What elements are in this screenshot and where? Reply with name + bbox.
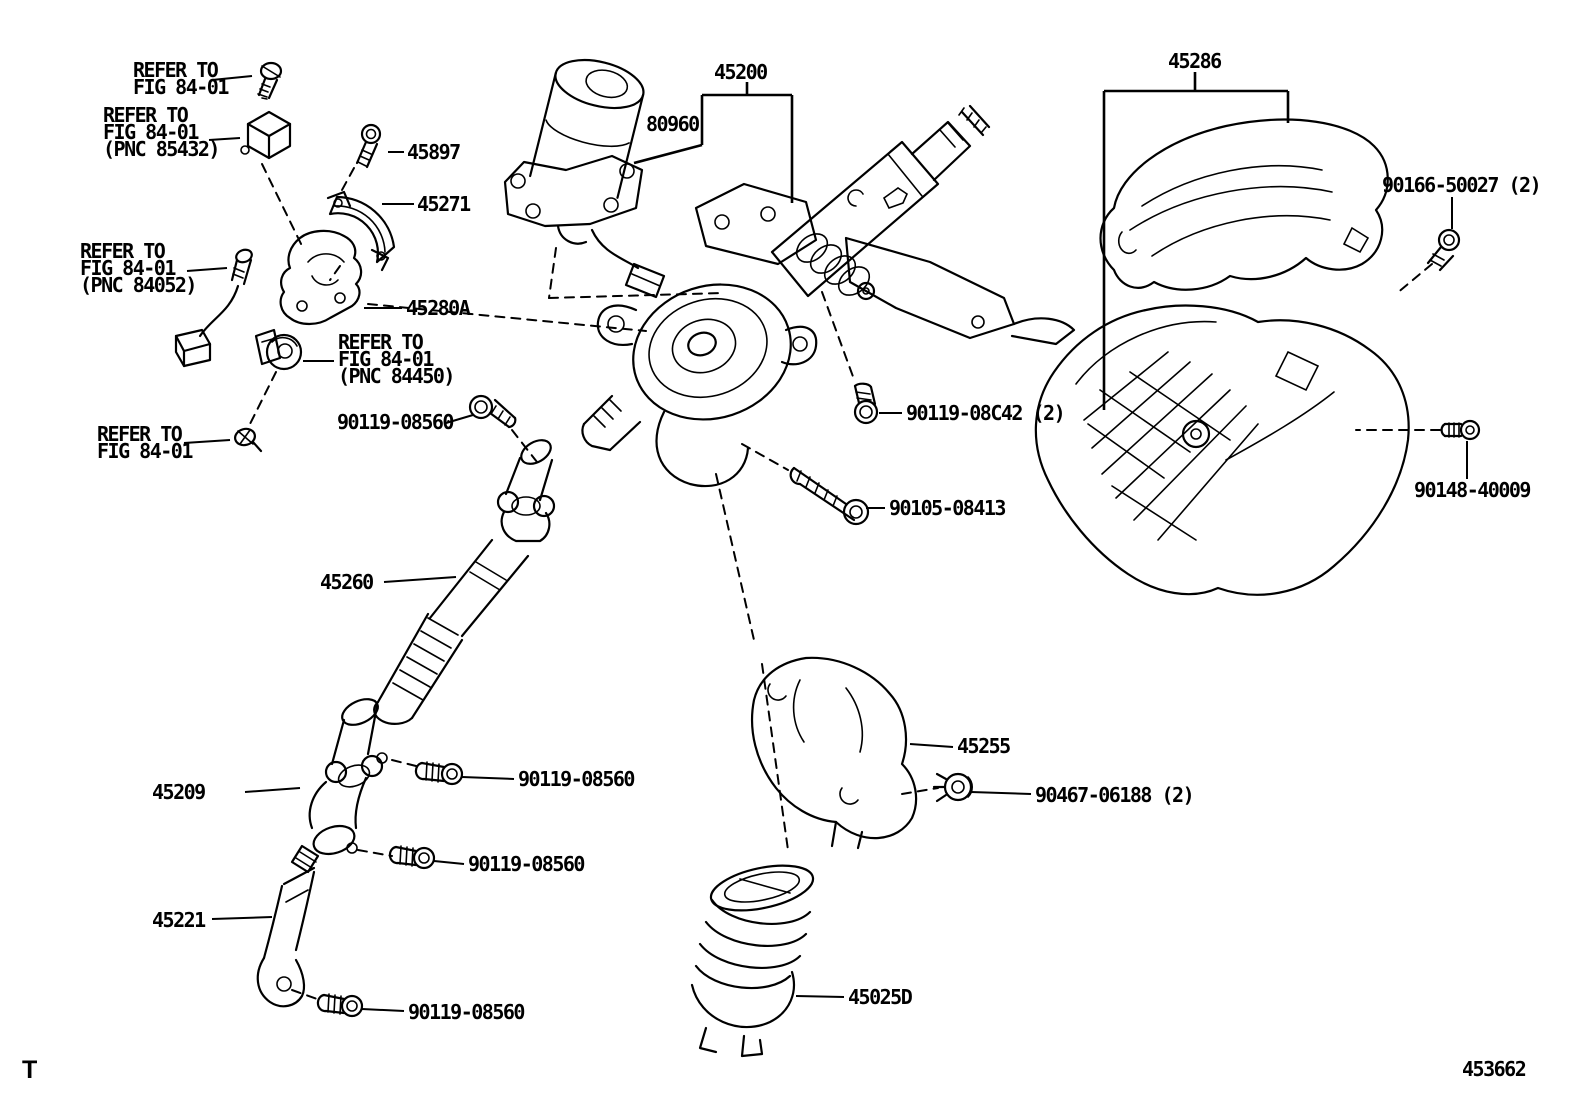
label-45209: 45209 bbox=[152, 780, 205, 804]
assembly-dash-motor-1 bbox=[548, 247, 557, 299]
assembly-dash-bolt1 bbox=[511, 429, 538, 463]
assembly-dash-bolt2 bbox=[391, 759, 417, 767]
nut-90467-drawing bbox=[932, 772, 973, 803]
label-refer-84052-2: FIG 84-01 bbox=[80, 256, 176, 280]
u-joint-45209-drawing bbox=[308, 698, 388, 856]
label-refer-bottom-1: REFER TO bbox=[97, 422, 183, 446]
wire-connector-84052-drawing bbox=[174, 248, 253, 368]
assembly-dash-45897 bbox=[341, 167, 355, 191]
bolt-90119-08c42-drawing bbox=[853, 382, 879, 425]
assembly-dash-bolt3 bbox=[357, 849, 393, 857]
steering-column-assembly-drawing bbox=[581, 104, 1076, 488]
bracket-45280a-drawing bbox=[279, 229, 363, 326]
assembly-dash-bracket-column bbox=[367, 303, 647, 332]
column-hole-boot-45025d-drawing bbox=[690, 864, 815, 1058]
label-refer-84052-3: (PNC 84052) bbox=[80, 273, 196, 297]
label-refer-top-1: REFER TO bbox=[133, 58, 219, 82]
relay-box-drawing bbox=[240, 110, 292, 160]
assembly-dash-08413 bbox=[741, 443, 789, 471]
label-45260: 45260 bbox=[320, 570, 373, 594]
assembly-dash-motor-2 bbox=[548, 292, 724, 299]
intermediate-shaft-45260-drawing bbox=[373, 439, 556, 725]
label-90119-08560-2: 90119-08560 bbox=[518, 767, 634, 791]
figure-number: 453662 bbox=[1462, 1057, 1526, 1081]
assembly-dash-bolt4 bbox=[291, 989, 321, 1001]
label-90119-08560-3: 90119-08560 bbox=[468, 852, 584, 876]
bolt-45897-drawing bbox=[355, 123, 382, 169]
tapping-screw-bottom-drawing bbox=[234, 427, 263, 453]
tapping-screw-top-drawing bbox=[257, 61, 283, 100]
bolt-90119-08560-2-drawing bbox=[414, 761, 464, 786]
leader-lines bbox=[183, 75, 1468, 1012]
label-80960: 80960 bbox=[646, 112, 699, 136]
label-refer-85432-2: FIG 84-01 bbox=[103, 120, 199, 144]
label-refer-84450-1: REFER TO bbox=[338, 330, 424, 354]
callout-bracket-45200 bbox=[633, 82, 794, 203]
label-refer-84450-2: FIG 84-01 bbox=[338, 347, 434, 371]
assembly-dash-relay bbox=[261, 163, 305, 251]
assembly-dash-boot bbox=[761, 663, 789, 851]
column-upper-cover-drawing bbox=[1099, 118, 1389, 291]
clamp-45271-drawing bbox=[326, 190, 396, 272]
label-refer-85432-1: REFER TO bbox=[103, 103, 189, 127]
label-refer-84450-3: (PNC 84450) bbox=[338, 364, 454, 388]
label-45286: 45286 bbox=[1168, 49, 1221, 73]
screw-90148-drawing bbox=[1440, 419, 1481, 441]
corner-mark: T bbox=[22, 1056, 37, 1084]
assembly-dash-90166 bbox=[1395, 263, 1433, 295]
labels: REFER TO FIG 84-01 REFER TO FIG 84-01 (P… bbox=[22, 49, 1542, 1084]
assembly-dash-45255 bbox=[715, 473, 755, 641]
bolt-90119-08560-1-drawing bbox=[468, 394, 517, 429]
label-90119-08c42: 90119-08C42 (2) bbox=[906, 401, 1064, 425]
bolt-90119-08560-3-drawing bbox=[388, 845, 436, 870]
bolt-90105-08413-drawing bbox=[789, 466, 870, 526]
label-refer-bottom-2: FIG 84-01 bbox=[97, 439, 193, 463]
bolt-90119-08560-4-drawing bbox=[316, 993, 364, 1018]
label-45200: 45200 bbox=[714, 60, 767, 84]
label-90148-40009: 90148-40009 bbox=[1414, 478, 1530, 502]
label-90467-06188: 90467-06188 (2) bbox=[1035, 783, 1193, 807]
assembly-dash-clamp bbox=[329, 265, 341, 281]
screw-90166-drawing bbox=[1426, 228, 1461, 272]
label-90119-08560-4: 90119-08560 bbox=[408, 1000, 524, 1024]
label-90105-08413: 90105-08413 bbox=[889, 496, 1005, 520]
callout-bracket-45286 bbox=[1102, 72, 1290, 410]
power-steering-motor-drawing bbox=[503, 58, 666, 299]
label-45255: 45255 bbox=[957, 734, 1010, 758]
label-45271: 45271 bbox=[417, 192, 471, 216]
lower-shaft-45221-drawing bbox=[256, 844, 320, 1008]
label-refer-84052-1: REFER TO bbox=[80, 239, 166, 263]
label-90119-08560-1: 90119-08560 bbox=[337, 410, 453, 434]
label-refer-85432-3: (PNC 85432) bbox=[103, 137, 219, 161]
label-45025d: 45025D bbox=[848, 985, 913, 1009]
label-45897: 45897 bbox=[407, 140, 460, 164]
label-45280a: 45280A bbox=[406, 296, 471, 320]
assembly-dash-08c42 bbox=[821, 291, 856, 383]
assembly-dash-nut bbox=[901, 787, 939, 795]
label-45221: 45221 bbox=[152, 908, 206, 932]
label-refer-top-2: FIG 84-01 bbox=[133, 75, 229, 99]
column-lower-cover-drawing bbox=[1034, 304, 1410, 596]
sensor-84450-drawing bbox=[254, 328, 303, 371]
label-90166-50027: 90166-50027 (2) bbox=[1382, 173, 1540, 197]
assembly-dash-sensor-screw bbox=[249, 371, 277, 425]
hole-cover-45255-drawing bbox=[750, 656, 918, 850]
